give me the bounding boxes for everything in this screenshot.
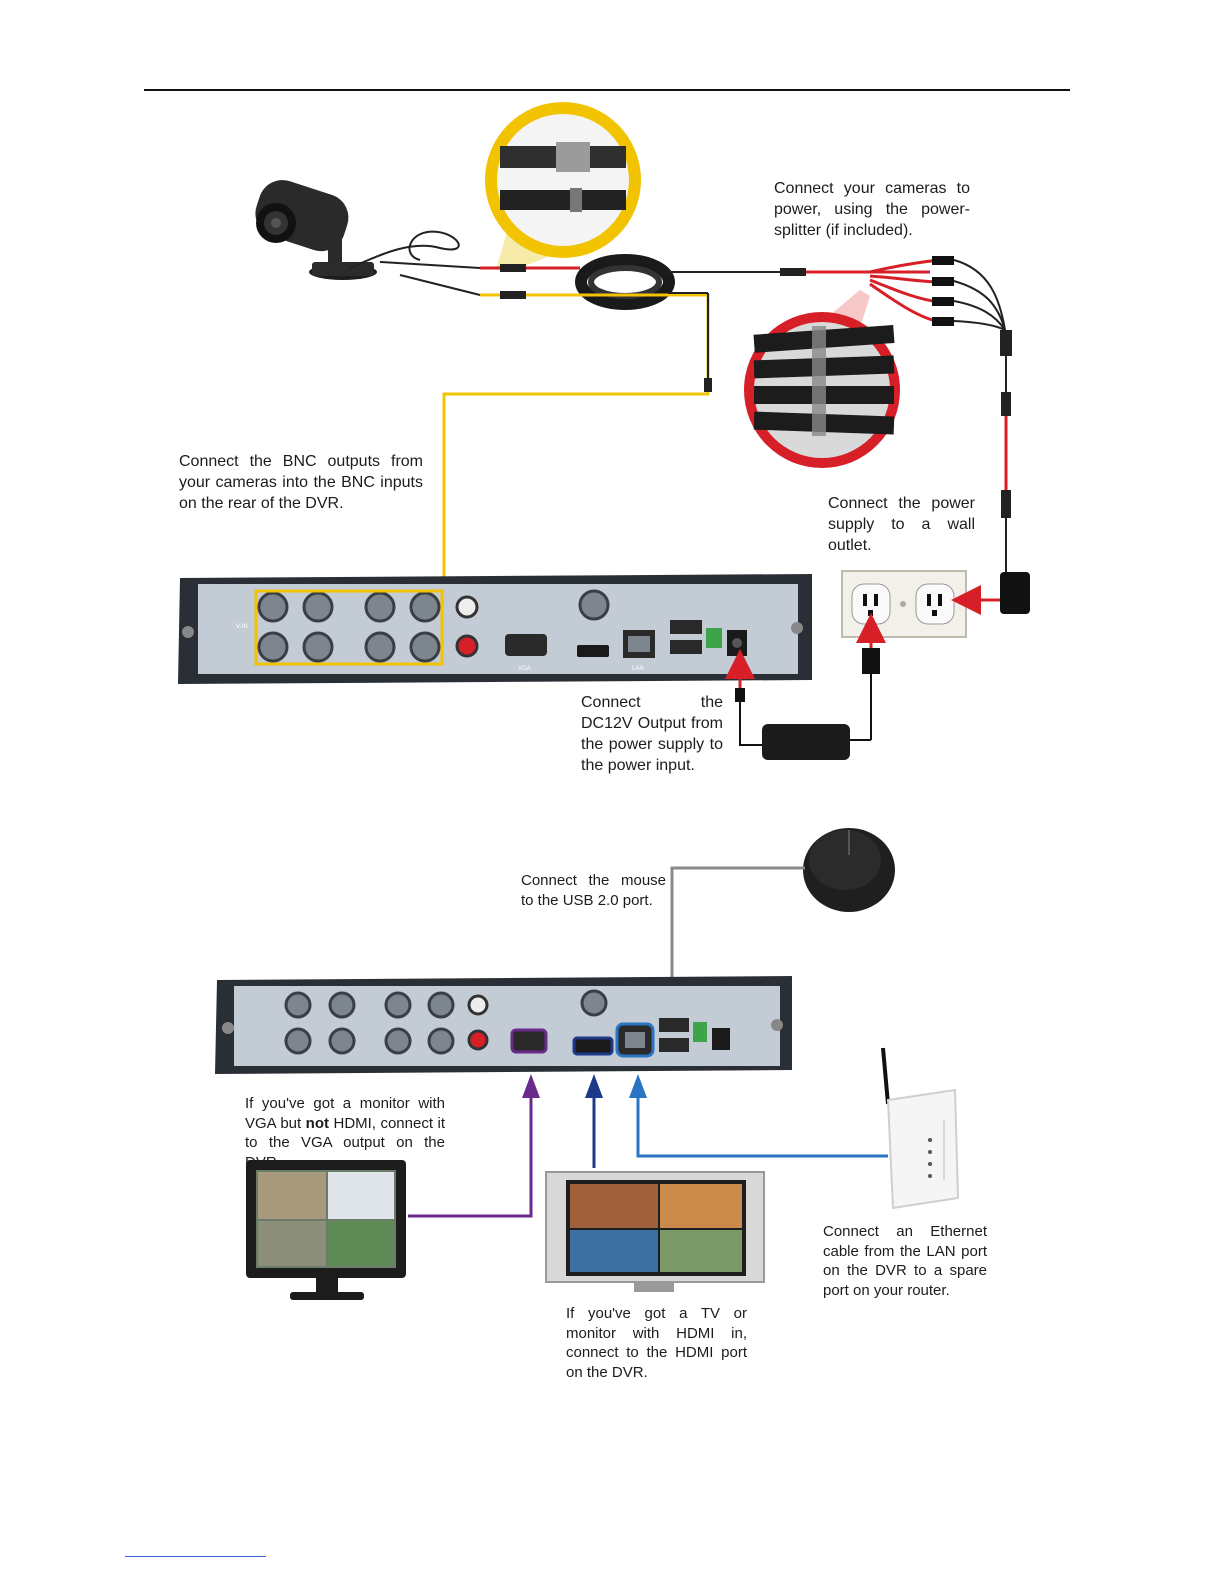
monitor-icon — [246, 1160, 406, 1300]
dvr-icon — [215, 976, 792, 1074]
router-icon — [881, 1047, 960, 1210]
wall-outlet-icon — [841, 570, 967, 638]
tv-icon — [545, 1171, 765, 1292]
camera-icon — [255, 180, 377, 280]
power-splitter-icon — [869, 256, 1012, 575]
mouse-icon — [803, 828, 895, 912]
caption-vga: If you've got a monitor with VGA but not… — [245, 1094, 445, 1172]
caption-power-cameras: Connect your cameras to power, using the… — [774, 180, 970, 239]
caption-vga-text-2: HDMI, connect it to the VGA output on th… — [245, 1114, 445, 1171]
vga-label: VGA — [518, 666, 531, 672]
cable-coil-icon — [575, 254, 675, 310]
power-adapter-icon — [951, 572, 1030, 615]
bnc-connector-zoom-icon — [485, 102, 641, 270]
caption-bnc-outputs: Connect the BNC outputs from your camera… — [179, 453, 423, 512]
caption-dc12v: Connect the DC12V Output from the power … — [581, 694, 723, 774]
caption-mouse: Connect the mouse to the USB 2.0 port. — [521, 872, 666, 909]
caption-hdmi: If you've got a TV or monitor with HDMI … — [566, 1305, 747, 1381]
header-rule — [144, 89, 1070, 91]
caption-power-supply-wall: Connect the power supply to a wall outle… — [828, 495, 975, 554]
power-plug-icon — [850, 613, 886, 741]
power-connector-zoom-icon — [744, 290, 900, 468]
caption-vga-text-1: If you've got a monitor with VGA but — [245, 1095, 445, 1132]
dvr-icon: V-IN VGA LAN — [178, 574, 812, 684]
caption-ethernet: Connect an Ethernet cable from the LAN p… — [823, 1223, 987, 1299]
power-supply-icon — [725, 649, 850, 760]
v-in-label: V-IN — [236, 624, 248, 630]
lan-label: LAN — [632, 666, 644, 672]
footer-link-rule — [125, 1556, 266, 1557]
caption-vga-bold: not — [305, 1114, 329, 1132]
